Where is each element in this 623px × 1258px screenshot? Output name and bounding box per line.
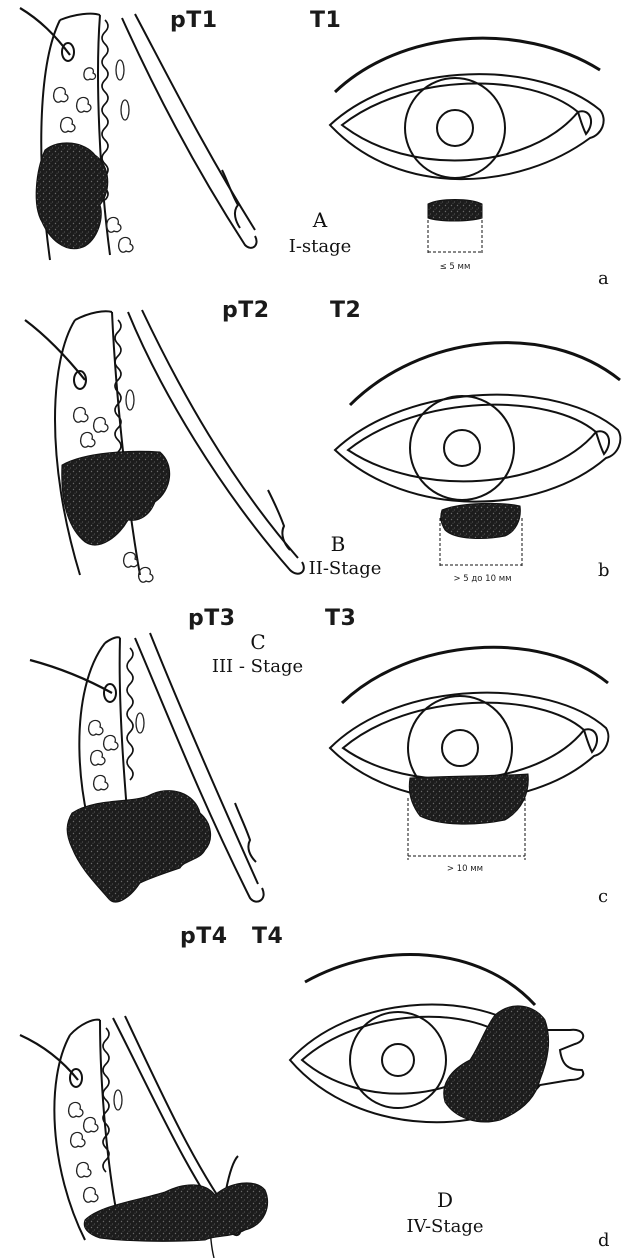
sub-label-a: a <box>598 268 609 289</box>
stage-name-d: IV-Stage <box>390 1216 500 1237</box>
pt-label-b: pT2 <box>222 298 270 323</box>
glands-c <box>89 713 144 790</box>
t-label-d: T4 <box>252 924 283 949</box>
pt-label-c: pT3 <box>188 606 236 631</box>
measurement-a: ≤ 5 мм <box>420 262 490 272</box>
eye-diagram-b <box>335 343 620 502</box>
t-label-a: T1 <box>310 8 341 33</box>
eyelid-cross-section-b <box>0 290 623 590</box>
stage-letter-b: B <box>318 532 358 556</box>
stage-letter-c: C <box>238 630 278 654</box>
stage-name-a: I-stage <box>270 236 370 257</box>
panel-c: pT3 T3 C III - Stage > 10 мм c <box>0 598 623 916</box>
measurement-b: > 5 до 10 мм <box>435 574 530 584</box>
tumor-eye-d <box>444 1006 549 1122</box>
t-label-c: T3 <box>325 606 356 631</box>
sub-label-c: c <box>598 886 608 907</box>
tumor-c <box>67 791 210 902</box>
tumor-d <box>84 1183 267 1241</box>
panel-d: pT4 T4 D IV-Stage d <box>0 920 623 1258</box>
pt-label-d: pT4 <box>180 924 228 949</box>
sub-label-d: d <box>598 1230 610 1251</box>
pt-label-a: pT1 <box>170 8 218 33</box>
eyelid-cross-section-c <box>0 598 623 916</box>
measurement-c: > 10 мм <box>430 864 500 874</box>
eye-diagram-a <box>330 38 604 179</box>
tumor-b <box>62 451 170 545</box>
stage-letter-a: A <box>300 208 340 232</box>
stage-name-b: II-Stage <box>290 558 400 579</box>
panel-a: pT1 T1 A I-stage ≤ 5 мм a <box>0 0 623 300</box>
stage-letter-d: D <box>425 1188 465 1212</box>
tumor-eye-a <box>428 200 482 222</box>
tumor-eye-c <box>409 774 528 824</box>
t-label-b: T2 <box>330 298 361 323</box>
glands-d <box>69 1090 122 1202</box>
stage-name-c: III - Stage <box>190 656 325 677</box>
sub-label-b: b <box>598 560 610 581</box>
tumor-eye-b <box>441 503 521 538</box>
eyelid-cross-section-d <box>0 920 623 1258</box>
panel-b: pT2 T2 B II-Stage > 5 до 10 мм b <box>0 290 623 590</box>
